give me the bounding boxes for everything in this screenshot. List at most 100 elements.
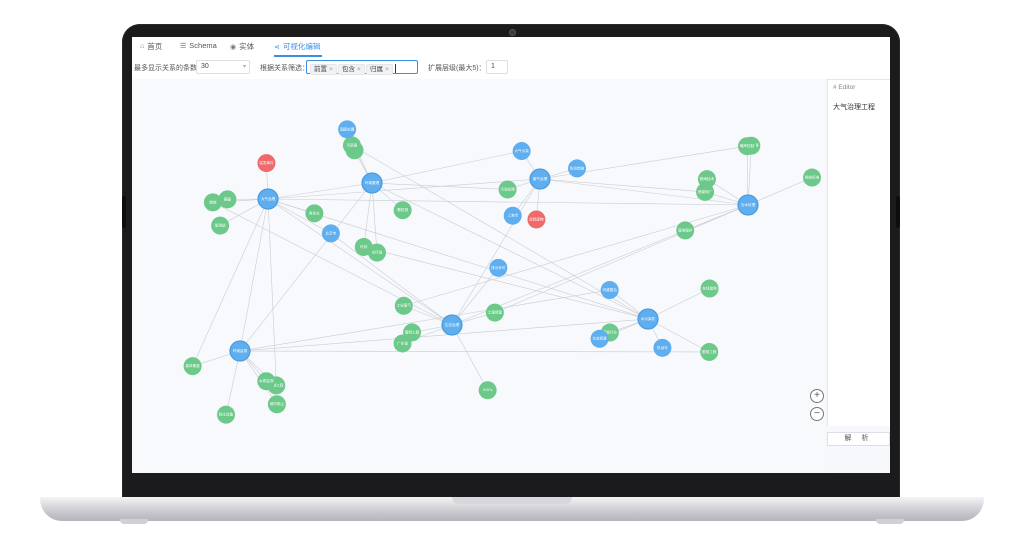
node-circle[interactable] [305, 204, 324, 223]
node-circle[interactable] [257, 188, 279, 210]
graph-node[interactable]: 排放标准 [803, 168, 821, 187]
graph-hub-node[interactable]: 大气治理 [257, 188, 279, 210]
editor-content[interactable]: 大气治理工程 [833, 104, 875, 111]
graph-node[interactable]: 污泥处理 [498, 180, 517, 199]
graph-node[interactable]: 水质监测 [257, 372, 276, 391]
node-circle[interactable] [529, 168, 551, 190]
node-circle[interactable] [498, 180, 517, 199]
filter-chip[interactable]: 包含× [338, 64, 365, 75]
node-circle[interactable] [590, 329, 609, 348]
node-circle[interactable] [568, 159, 587, 178]
close-icon[interactable]: × [357, 66, 361, 73]
graph-node[interactable]: 污染源 [342, 136, 361, 155]
graph-hub-node[interactable]: 污水处理 [737, 194, 759, 216]
graph-node[interactable]: 防治措施 [568, 159, 587, 178]
graph-node[interactable]: 除尘设备 [217, 405, 236, 424]
expand-level-input[interactable]: 1 [486, 60, 508, 74]
node-circle[interactable] [361, 172, 383, 194]
graph-node[interactable]: 上海市 [503, 206, 522, 225]
node-circle[interactable] [403, 323, 422, 342]
tab-schema[interactable]: ☰ Schema [180, 41, 217, 50]
node-circle[interactable] [527, 210, 546, 229]
graph-node[interactable]: 北京市 [321, 224, 340, 243]
node-circle[interactable] [393, 201, 412, 220]
node-circle[interactable] [485, 303, 504, 322]
parse-button[interactable]: 解 析 [827, 432, 890, 446]
node-circle[interactable] [676, 221, 695, 240]
graph-node[interactable]: 管网工程 [403, 323, 422, 342]
graph-canvas[interactable]: 大气治理环境管理生态治理水污染防污水处理环境监测废气治理燃烧颗粒物广东省脱硫工程… [132, 79, 826, 473]
tab-entity[interactable]: ◉ 实体 [230, 42, 255, 51]
knowledge-graph[interactable]: 大气治理环境管理生态治理水污染防污水处理环境监测废气治理燃烧颗粒物广东省脱硫工程… [132, 79, 826, 473]
relation-filter-select[interactable]: 前置× 包含× 归属× [306, 60, 418, 75]
graph-node[interactable]: 机动车 [653, 338, 672, 357]
tab-home[interactable]: ⌂ 首页 [140, 42, 163, 51]
graph-node[interactable]: 监测站 [211, 216, 230, 235]
graph-hub-node[interactable]: 水污染防 [637, 308, 659, 330]
graph-node[interactable]: 噪声控制 [738, 137, 757, 156]
graph-node[interactable]: 颗粒物 [393, 201, 412, 220]
graph-node[interactable]: 危险废物 [527, 210, 546, 229]
graph-edge [451, 204, 749, 326]
graph-node[interactable]: 在线监测 [700, 279, 719, 298]
graph-node[interactable]: 湿地保护 [676, 221, 695, 240]
node-circle[interactable] [503, 206, 522, 225]
close-icon[interactable]: × [385, 66, 389, 73]
graph-node[interactable]: 森林覆盖 [183, 357, 202, 376]
graph-node[interactable]: 脱硫工程 [700, 342, 719, 361]
close-icon[interactable]: × [329, 66, 333, 73]
node-circle[interactable] [217, 405, 236, 424]
graph-node[interactable]: 土壤修复 [485, 303, 504, 322]
node-circle[interactable] [441, 314, 463, 336]
node-circle[interactable] [394, 296, 413, 315]
filter-chip[interactable]: 归属× [366, 64, 393, 75]
zoom-in-button[interactable]: + [810, 389, 824, 403]
node-circle[interactable] [257, 372, 276, 391]
node-circle[interactable] [637, 308, 659, 330]
node-circle[interactable] [183, 357, 202, 376]
node-circle[interactable] [696, 182, 715, 201]
graph-hub-node[interactable]: 生态治理 [441, 314, 463, 336]
node-circle[interactable] [489, 258, 508, 277]
zoom-out-button[interactable]: − [810, 407, 824, 421]
graph-node[interactable]: 雾霾 [218, 190, 237, 209]
graph-node[interactable]: 再生水 [305, 204, 324, 223]
graph-hub-node[interactable]: 环境管理 [361, 172, 383, 194]
node-circle[interactable] [321, 224, 340, 243]
graph-node[interactable]: 城市扬尘 [267, 395, 286, 414]
node-circle[interactable] [700, 279, 719, 298]
graph-hub-node[interactable]: 环境监测 [229, 340, 251, 362]
node-circle[interactable] [803, 168, 821, 187]
node-circle[interactable] [653, 338, 672, 357]
graph-node[interactable]: 河道整治 [600, 281, 619, 300]
node-circle[interactable] [211, 216, 230, 235]
node-circle[interactable] [267, 395, 286, 414]
graph-node[interactable]: 生态修复 [590, 329, 609, 348]
graph-node[interactable]: 排污许可 [489, 258, 508, 277]
node-circle[interactable] [342, 136, 361, 155]
node-circle[interactable] [338, 120, 357, 139]
node-circle[interactable] [738, 137, 757, 156]
graph-node[interactable]: 大气污染 [512, 142, 531, 161]
graph-hub-node[interactable]: 废气治理 [529, 168, 551, 190]
node-circle[interactable] [478, 381, 497, 400]
tab-visual-edit[interactable]: ⋖ 可视化编辑 [274, 42, 321, 51]
graph-node[interactable]: 燃煤电厂 [696, 182, 715, 201]
node-circle[interactable] [257, 154, 276, 173]
node-circle[interactable] [737, 194, 759, 216]
node-circle[interactable] [203, 193, 222, 212]
graph-node[interactable]: 环评 [354, 237, 373, 256]
graph-node[interactable]: 固废处置 [338, 120, 357, 139]
graph-node[interactable]: VOCs [478, 381, 497, 400]
max-relations-select[interactable]: 30 ▾ [196, 60, 250, 74]
node-circle[interactable] [218, 190, 237, 209]
node-circle[interactable] [229, 340, 251, 362]
graph-node[interactable]: 燃烧 [203, 193, 222, 212]
node-circle[interactable] [600, 281, 619, 300]
node-circle[interactable] [512, 142, 531, 161]
node-circle[interactable] [354, 237, 373, 256]
graph-node[interactable]: 突发事件 [257, 154, 276, 173]
node-circle[interactable] [700, 342, 719, 361]
graph-node[interactable]: 工业废气 [394, 296, 413, 315]
filter-chip[interactable]: 前置× [310, 64, 337, 75]
